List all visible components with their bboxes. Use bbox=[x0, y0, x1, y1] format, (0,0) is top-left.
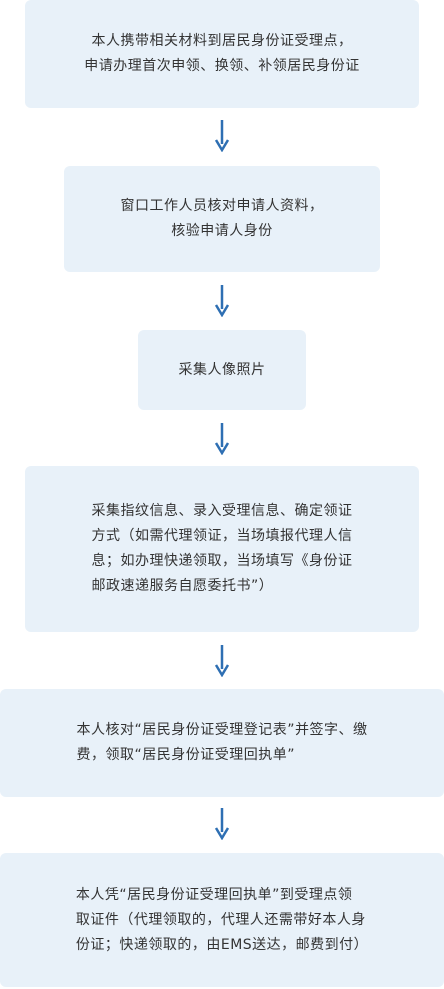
step-5-box: 本人核对“居民身份证受理登记表”并签字、缴 费，领取“居民身份证受理回执单” bbox=[0, 689, 444, 797]
step-1-line-1: 本人携带相关材料到居民身份证受理点， bbox=[91, 33, 353, 49]
step-6-line-3: 份证；快递领取的，由EMS送达，邮费到付） bbox=[75, 936, 369, 953]
step-4-line-4: 邮政速递服务自愿委托书”） bbox=[91, 578, 274, 594]
step-4-line-3: 息；如办理快递领取，当场填写《身份证 bbox=[91, 553, 353, 569]
step-2-line-1: 窗口工作人员核对申请人资料， bbox=[120, 198, 324, 214]
step-4-box: 采集指纹信息、录入受理信息、确定领证 方式（如需代理领证，当场填报代理人信 息；… bbox=[25, 466, 419, 632]
step-5-line-1: 本人核对“居民身份证受理登记表”并签字、缴 bbox=[76, 722, 368, 738]
step-4-line-1: 采集指纹信息、录入受理信息、确定领证 bbox=[91, 503, 353, 519]
step-2-box: 窗口工作人员核对申请人资料， 核验申请人身份 bbox=[64, 166, 380, 272]
step-1-line-2: 申请办理首次申领、换领、补领居民身份证 bbox=[84, 58, 360, 74]
arrow-down-icon bbox=[214, 423, 230, 455]
step-1-box: 本人携带相关材料到居民身份证受理点， 申请办理首次申领、换领、补领居民身份证 bbox=[25, 0, 419, 108]
arrow-down-icon bbox=[214, 808, 230, 840]
step-3-line-1: 采集人像照片 bbox=[178, 361, 266, 378]
step-2-line-2: 核验申请人身份 bbox=[171, 223, 273, 239]
step-6-box: 本人凭“居民身份证受理回执单”到受理点领 取证件（代理领取的，代理人还需带好本人… bbox=[0, 853, 444, 987]
arrow-down-icon bbox=[214, 120, 230, 152]
step-3-box: 采集人像照片 bbox=[138, 330, 306, 410]
step-4-line-2: 方式（如需代理领证，当场填报代理人信 bbox=[91, 528, 353, 544]
step-5-line-2: 费，领取“居民身份证受理回执单” bbox=[76, 747, 295, 763]
step-6-line-2: 取证件（代理领取的，代理人还需带好本人身 bbox=[75, 911, 366, 928]
arrow-down-icon bbox=[214, 285, 230, 317]
arrow-down-icon bbox=[214, 645, 230, 677]
step-6-line-1: 本人凭“居民身份证受理回执单”到受理点领 bbox=[75, 886, 353, 903]
